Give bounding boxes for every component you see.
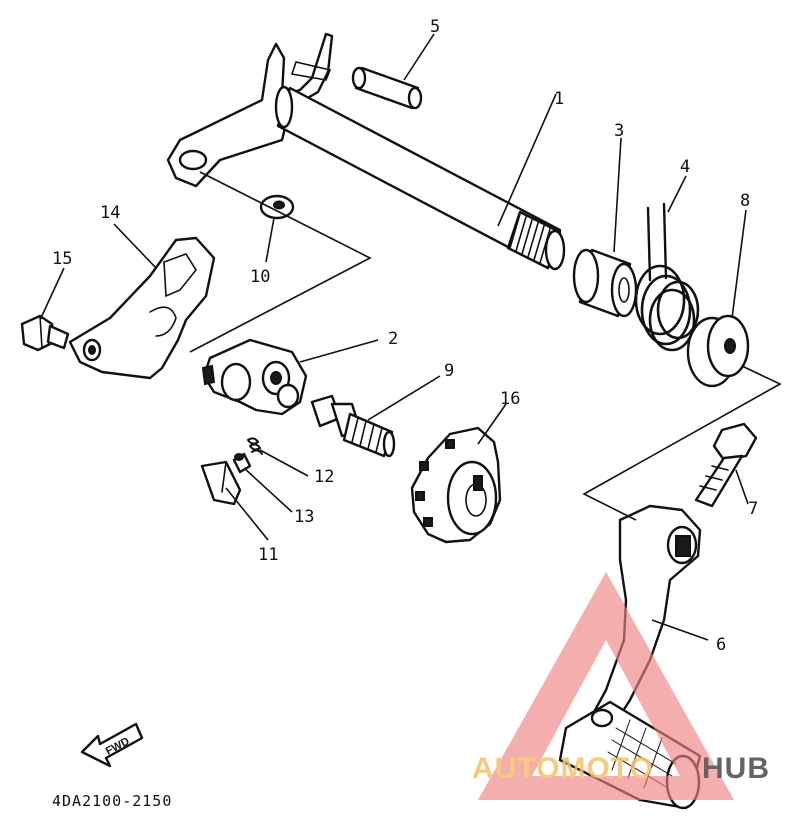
part-4-spring <box>634 202 700 352</box>
callout-2: 2 <box>388 329 398 349</box>
callout-8: 8 <box>740 191 750 211</box>
part-14-stopper-plate <box>68 236 216 380</box>
callout-16: 16 <box>500 389 520 409</box>
part-16-segment <box>410 426 502 544</box>
callout-6: 6 <box>716 635 726 655</box>
callout-11: 11 <box>258 545 278 565</box>
callout-10: 10 <box>250 267 270 287</box>
part-13-pin <box>232 452 252 474</box>
callout-9: 9 <box>444 361 454 381</box>
fwd-direction-arrow: FWD <box>80 722 144 768</box>
automotohub-watermark: AUTOMOTO HUB <box>472 572 770 800</box>
callout-4: 4 <box>680 157 690 177</box>
callout-7: 7 <box>748 499 758 519</box>
callout-1: 1 <box>554 89 564 109</box>
part-8-collar <box>686 314 750 388</box>
part-9-bolt <box>310 394 396 458</box>
part-1-shift-shaft <box>166 32 566 271</box>
part-7-bolt <box>694 422 758 508</box>
callout-13: 13 <box>294 507 314 527</box>
callout-5: 5 <box>430 17 440 37</box>
callout-15: 15 <box>52 249 72 269</box>
watermark-triangle-icon <box>478 572 734 800</box>
part-code-label: 4DA2100-2150 <box>52 792 172 810</box>
callout-3: 3 <box>614 121 624 141</box>
part-2-shift-guide <box>201 338 308 416</box>
callout-12: 12 <box>314 467 334 487</box>
watermark-text-left: AUTOMOTO <box>472 752 654 785</box>
part-12-spring <box>247 437 263 455</box>
part-5-pin <box>351 66 423 110</box>
watermark-text-right: HUB <box>702 752 770 785</box>
part-3-collar <box>572 248 638 318</box>
callout-numbers: 1 2 3 4 5 6 7 8 9 10 11 12 13 14 15 16 <box>52 17 758 655</box>
part-15-bolt <box>20 314 70 352</box>
callout-14: 14 <box>100 203 120 223</box>
leader-lines <box>39 33 782 641</box>
part-10-washer <box>259 194 295 220</box>
